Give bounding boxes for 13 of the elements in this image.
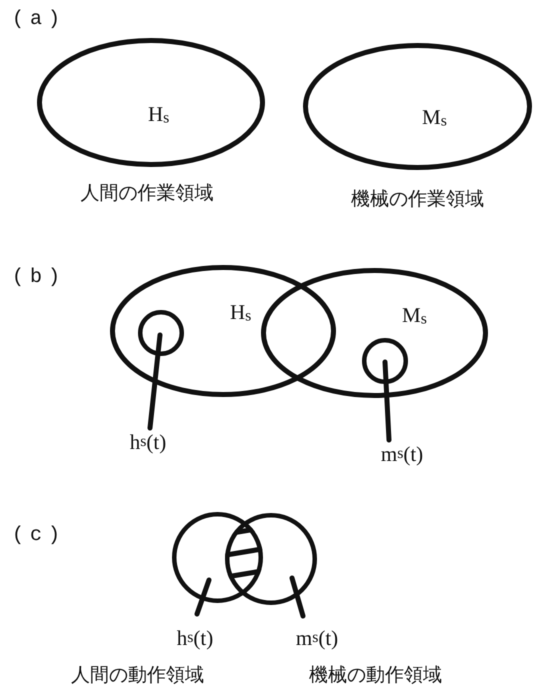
region-label: H$_{s}$ [148,104,170,126]
region-label: H$_{s}$ [230,302,252,324]
region-label: M$_{s}$ [402,305,427,328]
leader-line [382,360,392,442]
panel-label: (c) [12,524,66,547]
region-caption: 機械の作業領域 [350,187,485,212]
region-caption: 機械の動作領域 [308,663,443,688]
leader-line [148,332,162,430]
region-caption: 人間の動作領域 [70,663,205,688]
panel-label: (a) [12,8,66,31]
region-label: M$_{s}$ [422,107,447,130]
region-caption: 人間の作業領域 [80,181,214,206]
panel-label: (b) [12,266,66,289]
